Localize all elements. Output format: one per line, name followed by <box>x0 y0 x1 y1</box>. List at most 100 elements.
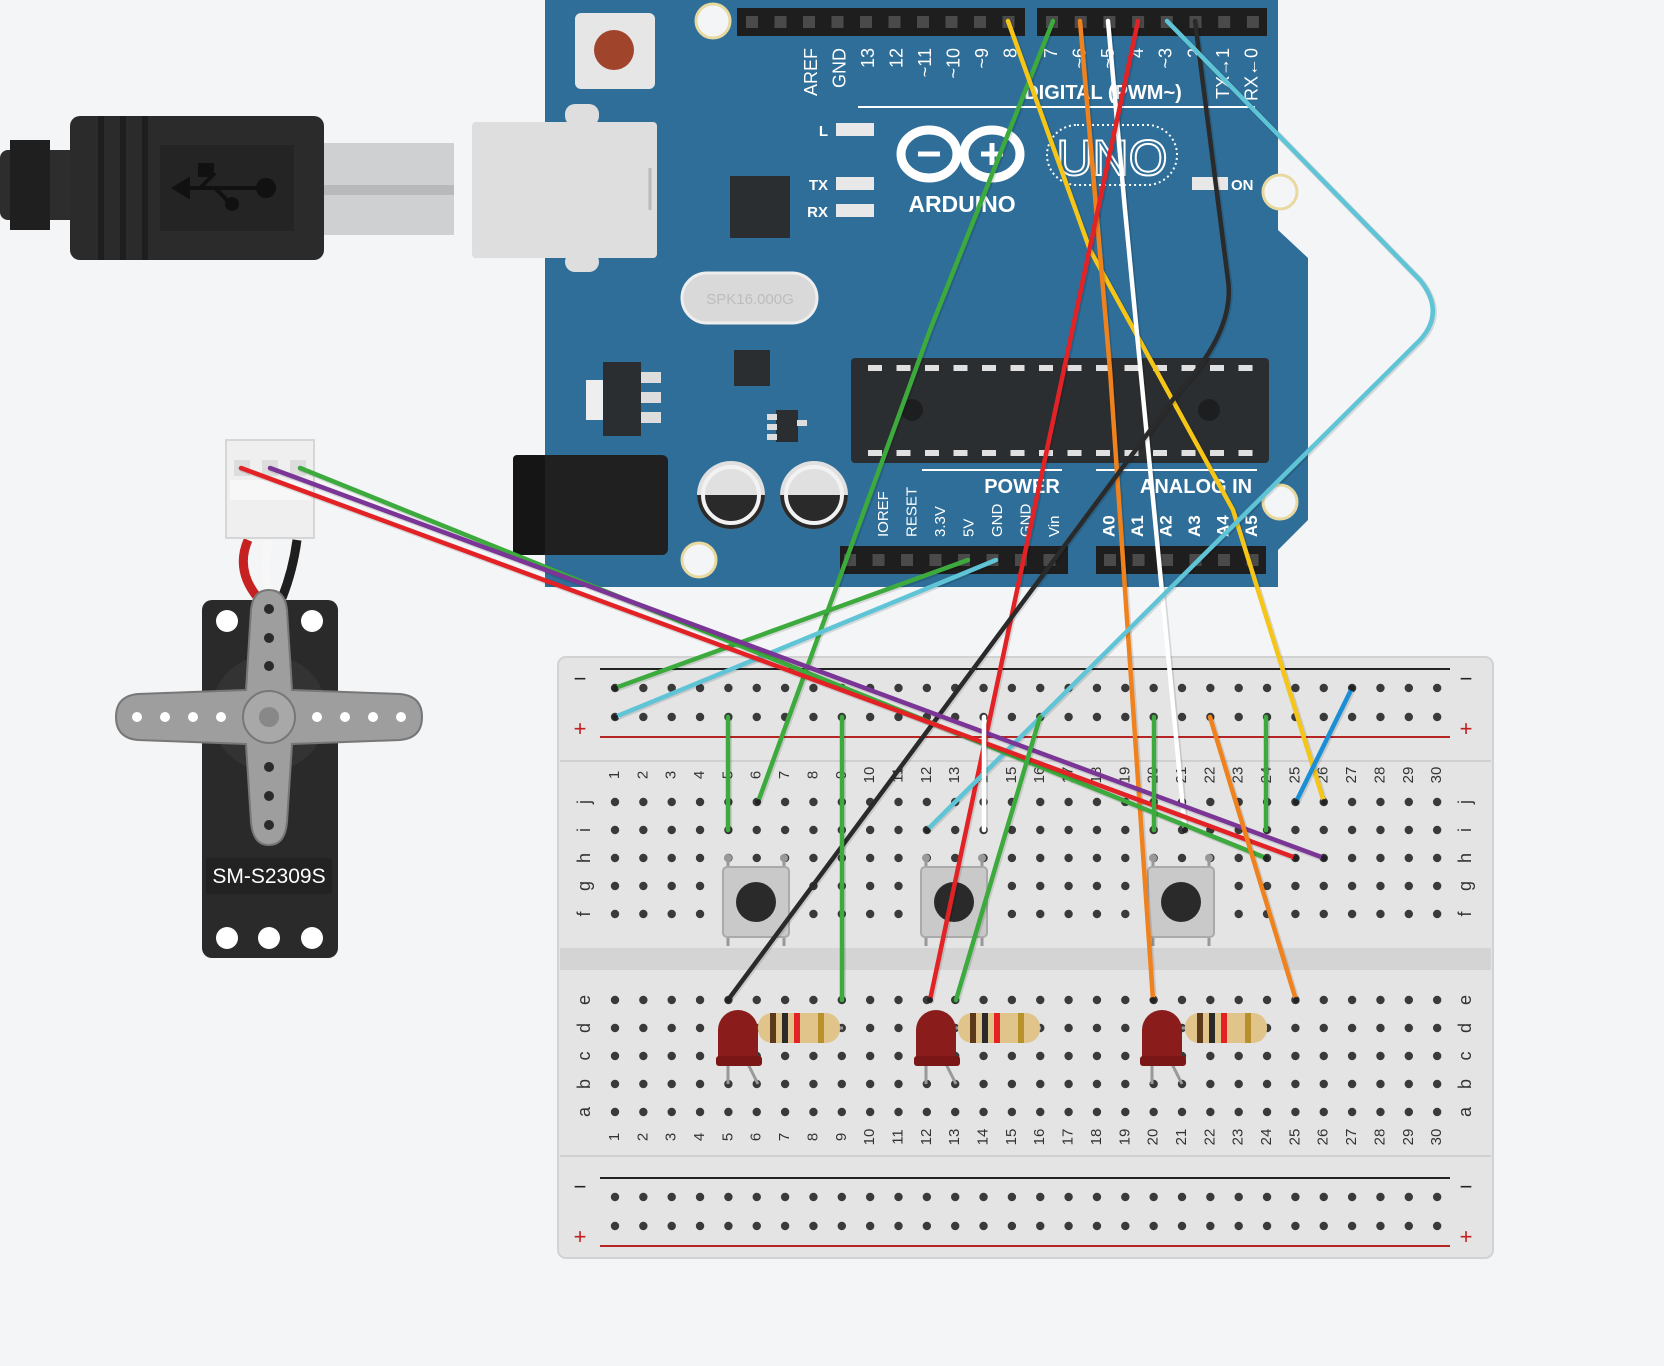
breadboard-hole[interactable] <box>1376 797 1385 807</box>
breadboard-hole[interactable] <box>780 1079 790 1089</box>
cyan-wire[interactable] <box>612 557 999 720</box>
breadboard-hole[interactable] <box>724 1107 733 1117</box>
rail-hole[interactable] <box>610 1221 620 1231</box>
breadboard-hole[interactable] <box>1036 909 1045 919</box>
rail-hole[interactable] <box>865 712 875 722</box>
rail-hole[interactable] <box>1234 712 1243 722</box>
rail-hole[interactable] <box>1092 712 1102 722</box>
breadboard-hole[interactable] <box>1064 797 1073 807</box>
header-pin[interactable] <box>872 554 885 566</box>
breadboard-hole[interactable] <box>1262 1051 1272 1061</box>
breadboard-hole[interactable] <box>865 1107 875 1117</box>
breadboard-hole[interactable] <box>639 909 648 919</box>
breadboard-hole[interactable] <box>1376 853 1385 863</box>
header-pin[interactable] <box>1246 16 1259 28</box>
red-wire[interactable] <box>238 465 1299 861</box>
rail-hole[interactable] <box>667 1192 676 1202</box>
breadboard-hole[interactable] <box>1432 825 1442 835</box>
breadboard-hole[interactable] <box>667 909 676 919</box>
rail-hole[interactable] <box>1177 712 1187 722</box>
breadboard-hole[interactable] <box>1432 1107 1442 1117</box>
rail-hole[interactable] <box>1064 1192 1073 1202</box>
breadboard-hole[interactable] <box>837 1107 846 1117</box>
rail-hole[interactable] <box>695 1221 705 1231</box>
rail-hole[interactable] <box>639 1221 648 1231</box>
rail-hole[interactable] <box>695 1192 705 1202</box>
reset-button[interactable] <box>575 13 655 89</box>
rail-hole[interactable] <box>1177 1192 1187 1202</box>
push-button[interactable] <box>722 854 790 946</box>
header-pin[interactable] <box>1218 16 1231 28</box>
breadboard-hole[interactable] <box>667 1079 676 1089</box>
breadboard-hole[interactable] <box>1121 853 1130 863</box>
breadboard-hole[interactable] <box>1291 909 1300 919</box>
breadboard-hole[interactable] <box>894 1023 903 1033</box>
breadboard-hole[interactable] <box>639 1107 648 1117</box>
breadboard-hole[interactable] <box>610 909 620 919</box>
breadboard-hole[interactable] <box>894 853 903 863</box>
breadboard-hole[interactable] <box>1291 1107 1300 1117</box>
rail-hole[interactable] <box>1064 1221 1073 1231</box>
arduino-uno-board[interactable]: SPK16.000G L <box>472 0 1308 587</box>
rail-hole[interactable] <box>667 712 676 722</box>
breadboard-hole[interactable] <box>1404 797 1414 807</box>
rail-hole[interactable] <box>780 1221 790 1231</box>
rail-hole[interactable] <box>1319 683 1328 693</box>
header-pin[interactable] <box>803 16 815 28</box>
breadboard-hole[interactable] <box>865 1079 875 1089</box>
rail-hole[interactable] <box>667 1221 676 1231</box>
rail-hole[interactable] <box>1149 683 1158 693</box>
breadboard-hole[interactable] <box>979 1051 988 1061</box>
rail-hole[interactable] <box>724 1221 733 1231</box>
breadboard-hole[interactable] <box>1092 1079 1102 1089</box>
breadboard-hole[interactable] <box>1404 1079 1414 1089</box>
resistor[interactable] <box>1174 1013 1267 1043</box>
breadboard-hole[interactable] <box>1347 1107 1357 1117</box>
breadboard-hole[interactable] <box>1432 1079 1442 1089</box>
rail-hole[interactable] <box>639 712 648 722</box>
breadboard-hole[interactable] <box>780 995 790 1005</box>
breadboard-hole[interactable] <box>1347 909 1357 919</box>
breadboard-hole[interactable] <box>1149 1107 1158 1117</box>
breadboard-hole[interactable] <box>780 1107 790 1117</box>
rail-hole[interactable] <box>1432 712 1442 722</box>
breadboard-hole[interactable] <box>610 1051 620 1061</box>
breadboard-hole[interactable] <box>610 1079 620 1089</box>
breadboard-hole[interactable] <box>1404 825 1414 835</box>
rail-hole[interactable] <box>894 712 903 722</box>
rail-hole[interactable] <box>1347 1192 1357 1202</box>
breadboard-hole[interactable] <box>1036 1051 1045 1061</box>
rail-hole[interactable] <box>809 683 818 693</box>
green-wire[interactable] <box>612 557 971 691</box>
breadboard-hole[interactable] <box>1007 881 1017 891</box>
rail-hole[interactable] <box>1177 1221 1187 1231</box>
breadboard-hole[interactable] <box>695 825 705 835</box>
breadboard-hole[interactable] <box>1121 909 1130 919</box>
header-pin[interactable] <box>917 16 929 28</box>
rail-hole[interactable] <box>1404 1192 1414 1202</box>
breadboard-hole[interactable] <box>1007 853 1017 863</box>
rail-hole[interactable] <box>752 1192 761 1202</box>
rail-hole[interactable] <box>1121 1221 1130 1231</box>
rail-hole[interactable] <box>1376 712 1385 722</box>
red-led[interactable] <box>914 1010 960 1085</box>
breadboard-hole[interactable] <box>639 1023 648 1033</box>
breadboard-hole[interactable] <box>639 1051 648 1061</box>
rail-hole[interactable] <box>695 712 705 722</box>
rail-hole[interactable] <box>1064 712 1073 722</box>
rail-hole[interactable] <box>922 683 932 693</box>
rail-hole[interactable] <box>1036 1221 1045 1231</box>
breadboard-hole[interactable] <box>1092 825 1102 835</box>
header-pin[interactable] <box>1161 554 1173 566</box>
header-pin[interactable] <box>831 16 844 28</box>
push-button[interactable] <box>920 854 988 946</box>
breadboard-hole[interactable] <box>667 797 676 807</box>
breadboard-hole[interactable] <box>1007 1079 1017 1089</box>
breadboard-hole[interactable] <box>865 909 875 919</box>
header-pin[interactable] <box>888 16 901 28</box>
breadboard-hole[interactable] <box>1234 1079 1243 1089</box>
breadboard-hole[interactable] <box>1404 1107 1414 1117</box>
breadboard-hole[interactable] <box>667 881 676 891</box>
breadboard-hole[interactable] <box>695 1023 705 1033</box>
breadboard-hole[interactable] <box>1262 1079 1272 1089</box>
